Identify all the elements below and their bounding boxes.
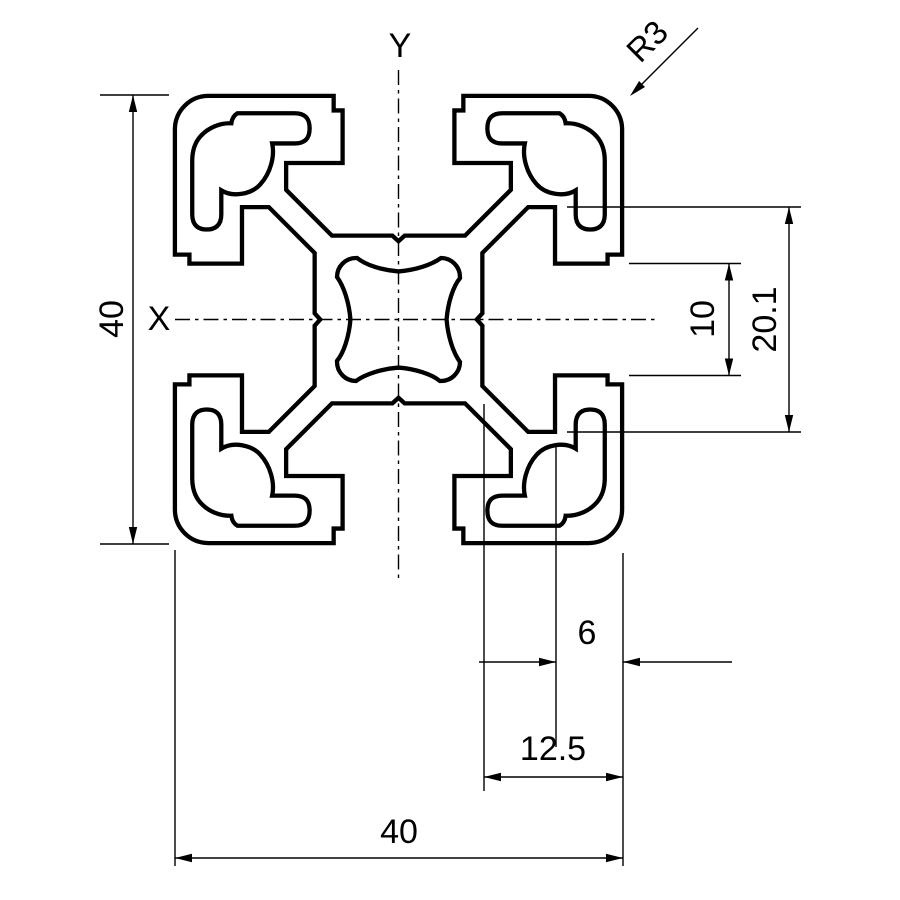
axis-label-x: X [148,300,171,338]
dimension-arrowhead [784,207,794,224]
dim-slot-opening: 10 [629,262,741,377]
dimension-arrowhead [175,853,192,863]
corner-cavity-nw [190,111,312,232]
dim-overall-height: 40 [93,94,169,545]
dim-tab-depth: 6 [479,443,732,747]
dimension-arrowhead [606,772,623,782]
dimension-arrowhead [784,415,794,432]
dimension-label: 6 [578,614,597,652]
dimension-arrowhead [484,772,501,782]
centerlines [175,70,657,582]
dimension-arrowhead [724,263,734,281]
dimension-label: 20.1 [746,286,784,352]
dimension-label: 10 [684,300,722,338]
dimension-arrowhead [128,95,138,112]
dim-overall-width: 40 [174,550,624,866]
dimension-label: 12.5 [520,730,586,768]
dimension-arrowhead [128,527,138,544]
corner-cavity-sw [190,407,312,528]
corner-cavity-se [485,407,607,528]
dimension-arrowhead [724,358,734,376]
corner-cavity-ne [485,111,607,232]
leader-line [633,27,699,93]
axis-label-y: Y [389,27,412,65]
axis-labels: XY [148,27,412,338]
dimension-label: 40 [93,300,131,338]
dimension-arrowhead [606,853,623,863]
dim-slot-inner-width: 20.1 [567,206,801,433]
dimension-arrowhead [623,657,640,667]
dim-slot-center-offset: 12.5 [483,404,623,791]
dimension-arrowhead [630,81,645,96]
dimension-label: 40 [380,813,418,851]
dimension-arrowhead [539,657,556,667]
